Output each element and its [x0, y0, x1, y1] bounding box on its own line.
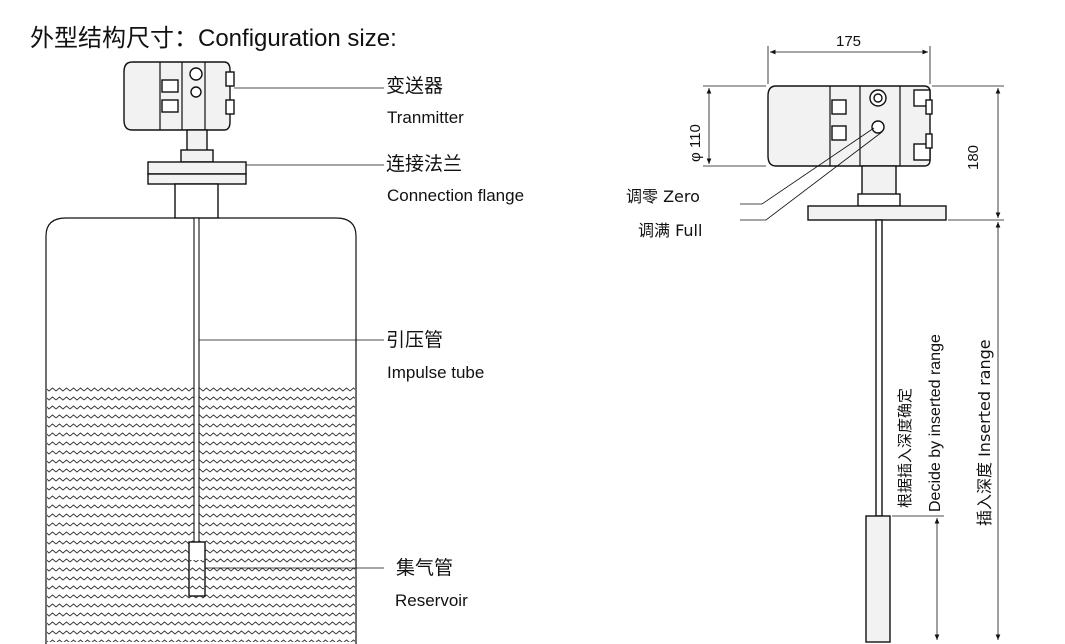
- tank-liquid: [47, 384, 355, 642]
- tank-installation: 变送器 Tranmitter 连接法兰 Connection flange 引压…: [45, 61, 524, 644]
- diameter-dimension: φ 110: [687, 124, 704, 162]
- page-title: 外型结构尺寸：Configuration size:: [30, 25, 397, 52]
- dim-reservoir: [865, 515, 891, 643]
- decide-label-en: Decide by inserted range: [927, 334, 944, 512]
- transmitter-label-en: Tranmitter: [387, 108, 464, 127]
- impulse-tube-label-en: Impulse tube: [387, 363, 484, 382]
- zero-label: 调零 Zero: [626, 187, 700, 206]
- full-label: 调满 Full: [638, 221, 702, 240]
- dim-impulse-rod: [875, 219, 883, 517]
- transmitter-label-cn: 变送器: [386, 75, 443, 97]
- decide-label-cn: 根据插入深度确定: [896, 388, 914, 508]
- reservoir-label-en: Reservoir: [395, 591, 468, 610]
- transmitter-neck: [186, 129, 208, 153]
- dimension-drawing: 175 φ 110 180 插入深度 Inserted range 根据插入深度…: [626, 33, 1004, 643]
- reservoir-label-cn: 集气管: [396, 557, 453, 579]
- connection-flange: [147, 161, 247, 175]
- impulse-tube-label-cn: 引压管: [386, 329, 443, 351]
- inserted-range-label: 插入深度 Inserted range: [975, 339, 994, 526]
- flange-label-en: Connection flange: [387, 186, 524, 205]
- height-dimension: 180: [965, 145, 982, 170]
- width-dimension: 175: [836, 33, 861, 50]
- tank-outline: [45, 217, 357, 644]
- dim-transmitter-head: [767, 85, 933, 167]
- impulse-tube: [193, 217, 200, 543]
- tank-nozzle: [174, 183, 219, 219]
- transmitter-head: [123, 61, 235, 131]
- dim-flange: [807, 205, 947, 221]
- flange-label-cn: 连接法兰: [386, 153, 462, 175]
